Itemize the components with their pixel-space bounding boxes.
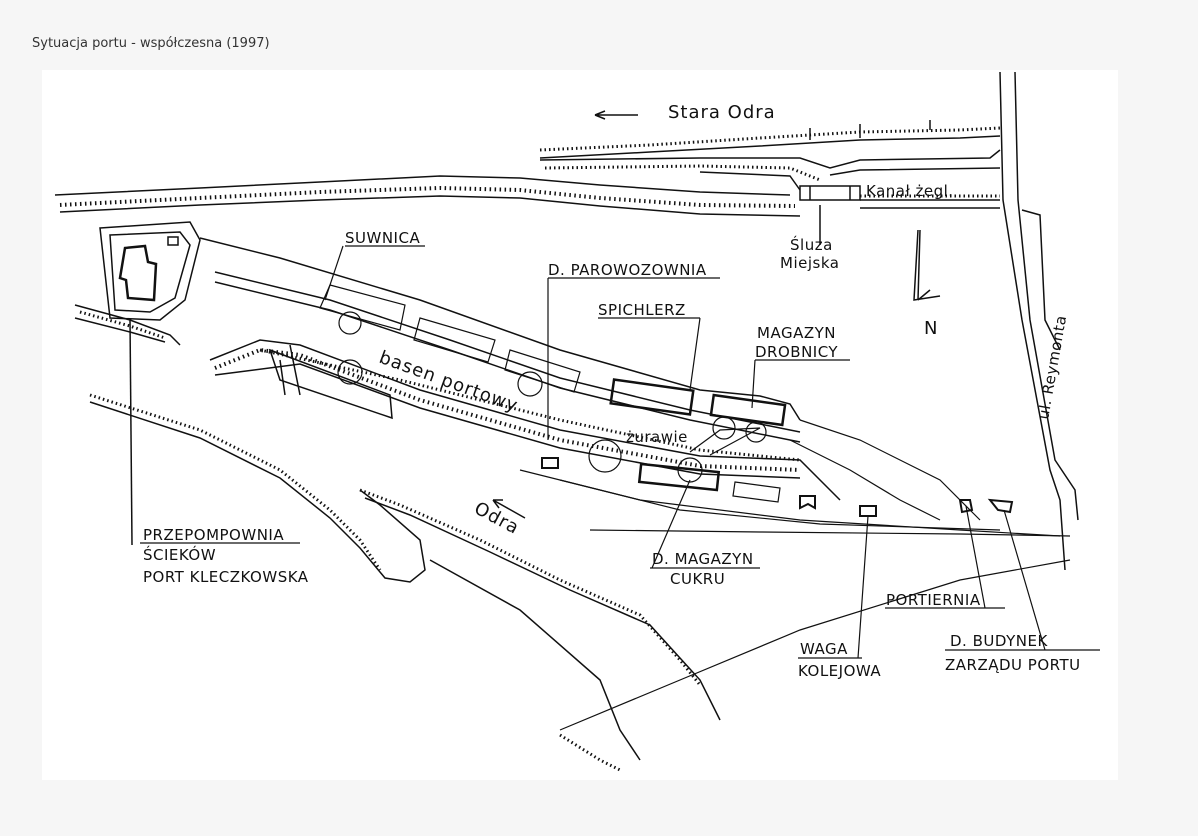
label-zurawie: żurawie (626, 428, 688, 446)
north-label: N (924, 318, 938, 339)
reymonta-road (999, 71, 1079, 571)
label-przepompownia-1: PRZEPOMPOWNIA (143, 526, 284, 544)
label-suwnica: SUWNICA (345, 229, 420, 247)
label-waga-1: WAGA (800, 640, 848, 658)
cranes (337, 311, 767, 483)
label-zarzad-2: ZARZĄDU PORTU (945, 656, 1081, 674)
figure-caption: Sytuacja portu - współczesna (1997) (32, 36, 270, 51)
stara-odra-bank (539, 120, 1001, 159)
label-reymonta: ul. Reymonta (1034, 314, 1070, 421)
label-parowozownia: D. PAROWOZOWNIA (548, 261, 707, 279)
north-quay (199, 237, 801, 462)
label-cukru-2: CUKRU (670, 570, 725, 588)
north-arrow (913, 229, 941, 301)
label-magazyn-1: MAGAZYN (757, 324, 836, 342)
south-warehouses (541, 457, 1014, 517)
label-waga-2: KOLEJOWA (798, 662, 881, 680)
odra-banks (89, 393, 721, 772)
north-warehouses (319, 284, 787, 427)
leader-lines (140, 245, 1100, 659)
north-bank (54, 175, 1000, 217)
canal-island (539, 149, 1001, 191)
label-kanal: Kanał żegl. (866, 182, 954, 200)
label-portiernia: PORTIERNIA (886, 591, 981, 609)
label-przepompownia-3: PORT KLECZKOWSKA (143, 568, 309, 586)
flow-arrows (492, 110, 638, 519)
label-przepompownia-2: ŚCIEKÓW (143, 545, 216, 564)
lock-structure (799, 185, 861, 245)
port-basin (209, 339, 841, 501)
label-stara-odra: Stara Odra (668, 102, 776, 123)
pumping-station-compound (74, 221, 201, 546)
rail-lines (519, 419, 1071, 731)
label-spichlerz: SPICHLERZ (598, 301, 686, 319)
label-sluza-2: Miejska (780, 254, 839, 272)
label-sluza-1: Śluza (790, 235, 833, 254)
label-zarzad-1: D. BUDYNEK (950, 632, 1048, 650)
label-magazyn-2: DROBNICY (755, 343, 838, 361)
label-cukru-1: D. MAGAZYN (652, 550, 754, 568)
